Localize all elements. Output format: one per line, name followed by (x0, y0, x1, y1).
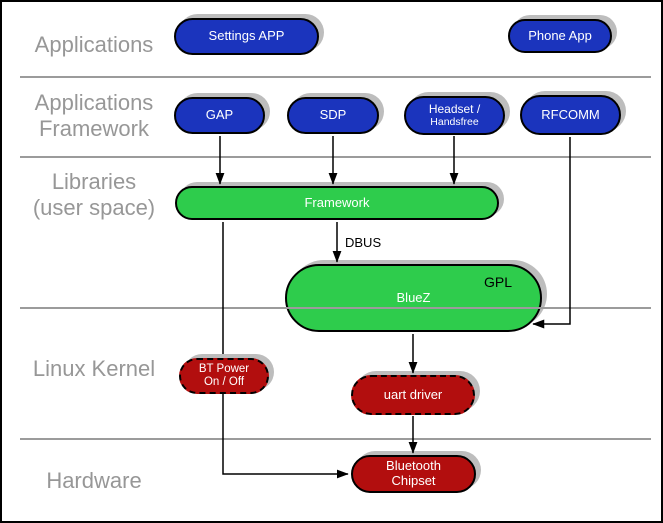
node-bluetooth-chipset-label-line1: Bluetooth (386, 458, 441, 474)
layer-label-libraries: Libraries (user space) (16, 169, 172, 221)
layer-label-applications: Applications (16, 32, 172, 58)
node-bluetooth-chipset-label-line2: Chipset (391, 473, 436, 488)
layer-label-linux-kernel: Linux Kernel (16, 356, 172, 382)
layer-label-linux-kernel-text: Linux Kernel (32, 356, 156, 381)
node-headset-handsfree: Headset / Handsfree (404, 96, 505, 135)
layer-label-libraries-line2: (user space) (32, 195, 156, 220)
node-uart-driver: uart driver (351, 375, 475, 415)
layer-label-hardware: Hardware (16, 468, 172, 494)
node-headset-label-line1: Headset / (428, 101, 481, 116)
node-bluez-label: BlueZ (396, 289, 431, 305)
dbus-edge-label: DBUS (345, 235, 382, 250)
layer-label-applications-framework-line1: Applications (34, 90, 154, 115)
node-phone-app: Phone App (508, 19, 612, 53)
node-gap-label: GAP (205, 107, 234, 123)
node-rfcomm: RFCOMM (520, 95, 621, 135)
node-rfcomm-label: RFCOMM (541, 106, 600, 122)
node-headset-label-line2: Handsfree (430, 116, 479, 129)
edge-framework-to-bluetooth-chipset (222, 222, 349, 479)
node-bt-power-label-line1: BT Power (198, 362, 250, 375)
divider-libraries (20, 307, 651, 309)
layer-label-hardware-text: Hardware (46, 468, 142, 493)
layer-label-libraries-line1: Libraries (51, 169, 137, 194)
layer-label-applications-framework: Applications Framework (16, 90, 172, 142)
node-framework: Framework (175, 186, 499, 220)
divider-linux-kernel (20, 438, 651, 440)
node-phone-app-label: Phone App (528, 27, 592, 43)
node-sdp-label: SDP (319, 107, 347, 123)
node-uart-driver-label: uart driver (383, 386, 443, 402)
divider-applications (20, 76, 651, 78)
gpl-license-tag: GPL (483, 274, 512, 290)
node-bt-power: BT Power On / Off (179, 358, 269, 394)
node-settings-app-label: Settings APP (208, 28, 285, 44)
node-framework-label: Framework (304, 194, 370, 210)
layer-label-applications-framework-line2: Framework (38, 116, 149, 141)
node-gap: GAP (174, 97, 265, 134)
node-settings-app: Settings APP (174, 18, 319, 55)
node-bluez: BlueZ GPL (285, 264, 542, 332)
node-sdp: SDP (287, 97, 379, 134)
node-bluetooth-chipset: Bluetooth Chipset (351, 455, 476, 493)
layer-label-applications-text: Applications (34, 32, 154, 57)
divider-applications-framework (20, 156, 651, 158)
node-bt-power-label-line2: On / Off (203, 376, 245, 388)
